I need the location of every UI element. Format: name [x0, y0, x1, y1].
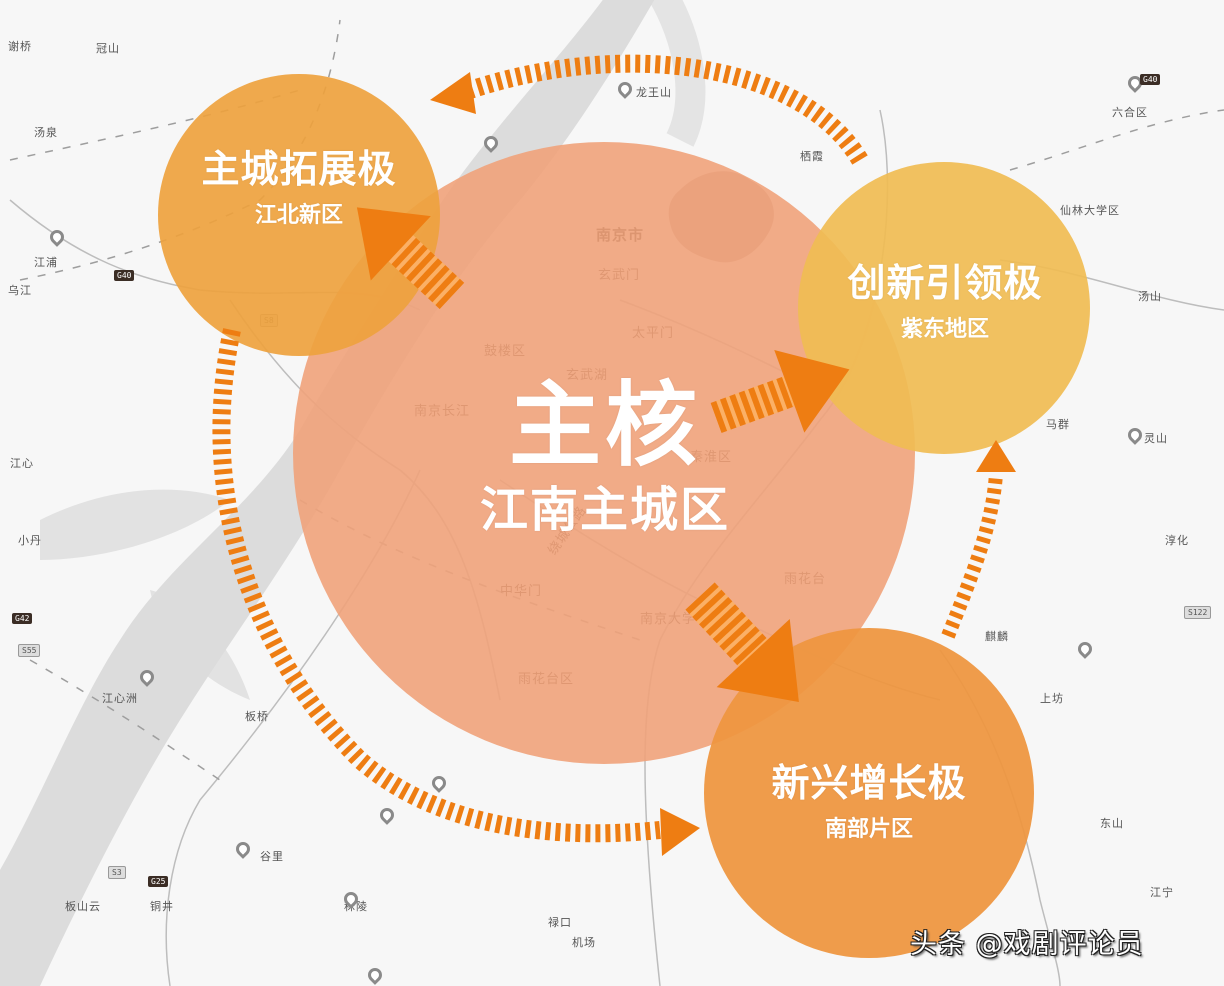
map-label: 灵山: [1144, 432, 1168, 445]
map-label: 汤泉: [34, 126, 58, 139]
map-label: 铜井: [150, 900, 174, 913]
map-label: 马群: [1046, 418, 1070, 431]
core-pole-subtitle: 江南主城区: [479, 482, 730, 538]
map-label: 板桥: [245, 710, 269, 723]
map-label: 板山云: [65, 900, 101, 913]
map-label: 谢桥: [8, 40, 32, 53]
arrowhead-north: [430, 72, 476, 114]
watermark: 头条 @戏剧评论员: [910, 929, 1144, 960]
map-label: 麒麟: [985, 630, 1009, 643]
core-pole-label: 主核 江南主城区: [440, 372, 770, 538]
north-pole-label: 主城拓展极 江北新区: [158, 138, 440, 229]
highway-shield: G25: [148, 876, 169, 887]
map-label: 汤山: [1138, 290, 1162, 303]
arrow-core-to-east: [710, 349, 850, 434]
arrowhead-east: [976, 440, 1016, 472]
map-label: 栖霞: [800, 150, 824, 163]
arc-east-to-north: [467, 54, 868, 165]
map-label: 江心洲: [102, 692, 138, 705]
arrow-core-to-south: [685, 582, 799, 703]
north-pole-subtitle: 江北新区: [254, 203, 343, 228]
east-pole-title: 创新引领极: [847, 261, 1043, 305]
south-pole-subtitle: 南部片区: [824, 817, 913, 842]
highway-shield: G40: [1140, 74, 1161, 85]
map-label: 冠山: [96, 42, 120, 55]
highway-shield: G40: [114, 270, 135, 281]
core-pole-title: 主核: [508, 372, 701, 479]
map-label: 东山: [1100, 817, 1124, 830]
map-label: 小丹: [18, 534, 42, 547]
map-label: 禄口: [548, 916, 572, 929]
map-label: 机场: [572, 936, 596, 949]
map-label: 淳化: [1165, 534, 1189, 547]
map-label: 仙林大学区: [1060, 204, 1120, 217]
south-pole-label: 新兴增长极 南部片区: [704, 752, 1034, 843]
map-label: 江宁: [1150, 886, 1174, 899]
map-label: 乌江: [8, 284, 32, 297]
arrow-core-to-north: [356, 207, 465, 310]
east-pole-circle: [798, 162, 1090, 454]
north-pole-title: 主城拓展极: [201, 147, 397, 191]
arc-north-to-south: [212, 328, 661, 843]
yangtze-river: [0, 0, 655, 986]
highway-shield: S55: [18, 644, 41, 657]
map-label: 上坊: [1040, 692, 1064, 705]
map-label: 江浦: [34, 256, 58, 269]
south-pole-title: 新兴增长极: [771, 761, 967, 805]
arc-south-to-east: [941, 473, 1003, 639]
east-pole-label: 创新引领极 紫东地区: [800, 252, 1090, 343]
map-label: 谷里: [260, 850, 284, 863]
map-label: 六合区: [1112, 106, 1148, 119]
highway-shield: S3: [108, 866, 126, 879]
east-pole-subtitle: 紫东地区: [900, 317, 989, 342]
map-label: 龙王山: [636, 86, 672, 99]
arrowhead-south: [660, 808, 700, 856]
highway-shield: G42: [12, 613, 33, 624]
map-label: 江心: [10, 457, 34, 470]
highway-shield: S122: [1184, 606, 1212, 619]
